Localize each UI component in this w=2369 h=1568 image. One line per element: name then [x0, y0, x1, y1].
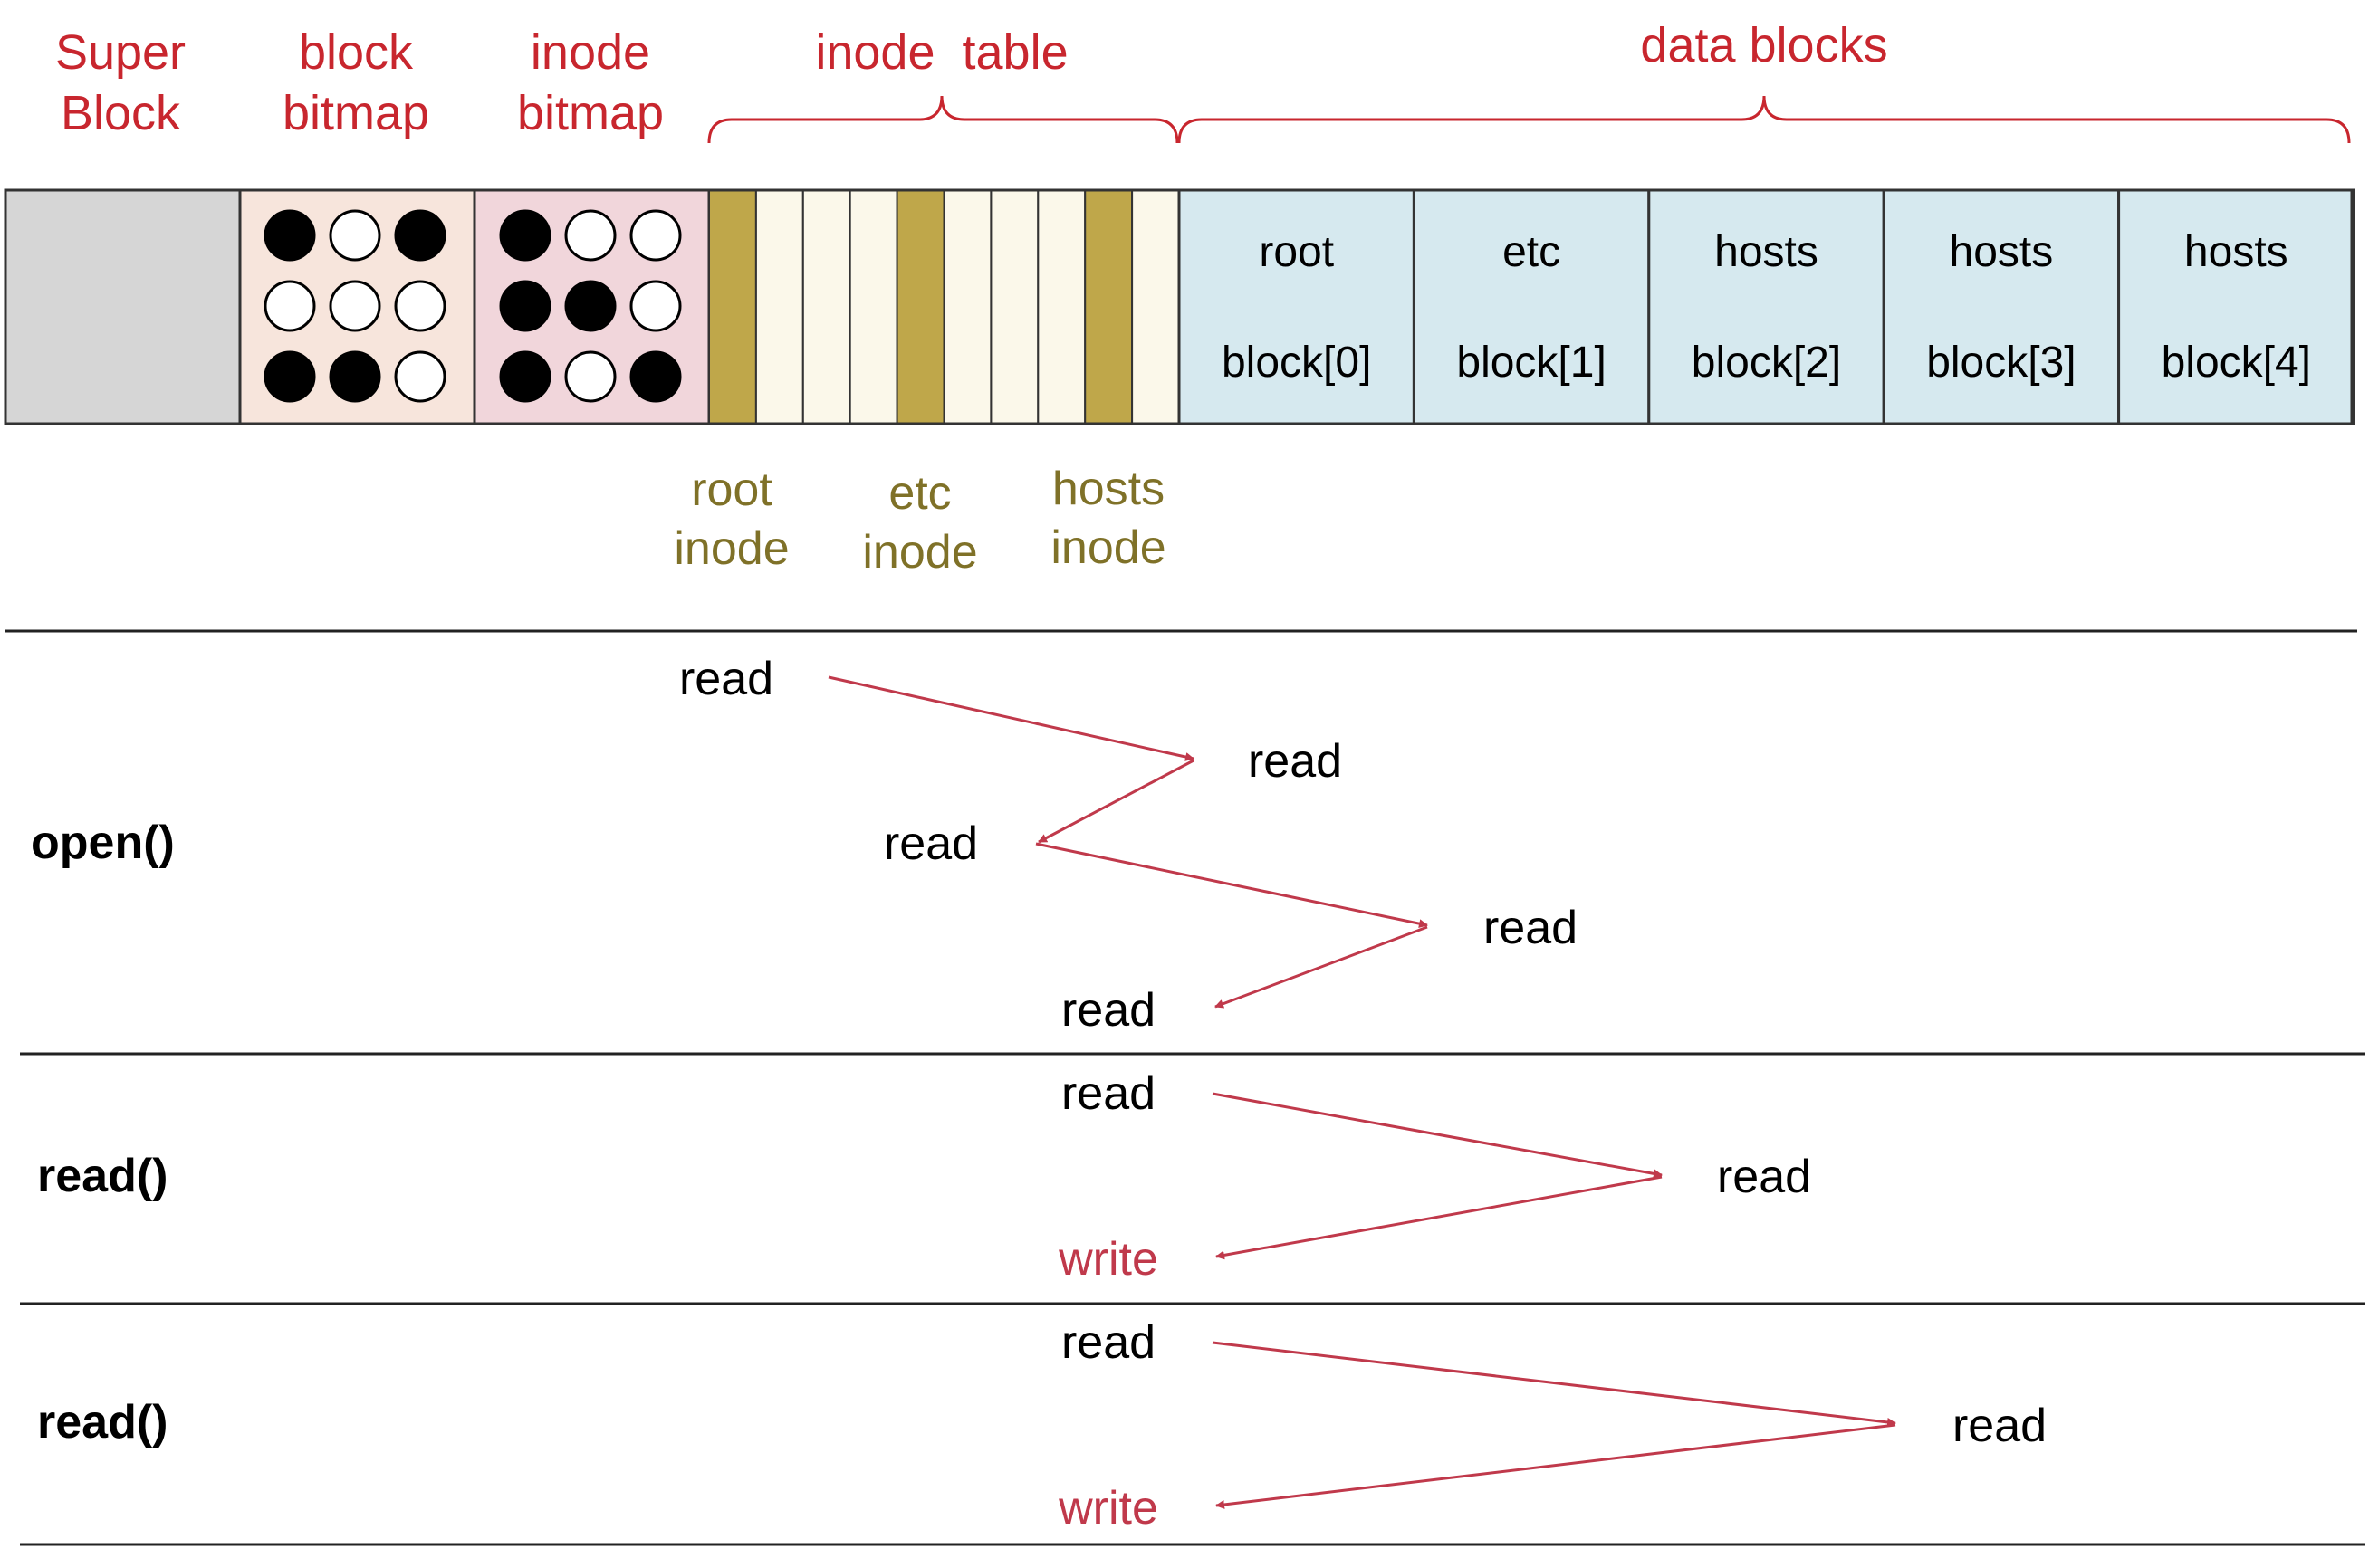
inode-bitmap-label-line2: bitmap [517, 86, 664, 140]
inode-slot-6-free [990, 189, 1040, 425]
hosts-inode-label-line2: inode [1050, 521, 1165, 574]
data-block-0-index: block[0] [1222, 339, 1371, 387]
open-sequence: read read read read read [679, 653, 1578, 1037]
super-block [4, 188, 242, 425]
data-block-0-name: root [1259, 228, 1334, 276]
inode-bitmap-label-line1: inode [531, 25, 650, 80]
data-block-4-name: hosts [2184, 228, 2288, 276]
read2-step-read-block: read [1952, 1400, 2047, 1452]
data-block-1 [1412, 188, 1651, 425]
inode-slot-5-free [943, 189, 993, 425]
root-inode-label-line1: root [691, 464, 772, 516]
data-block-2-name: hosts [1714, 228, 1818, 276]
block-bitmap-bit-8-free [394, 350, 446, 403]
read2-step-read-inode: read [1061, 1316, 1156, 1369]
data-blocks-label: data blocks [1640, 18, 1887, 72]
data-block-4-index: block[4] [2162, 339, 2311, 387]
header-labels: Super Block block bitmap inode bitmap in… [55, 18, 1888, 140]
inode-slot-7-free [1037, 189, 1087, 425]
open-step-read-root-data: read [1248, 735, 1342, 788]
data-block-1-index: block[1] [1456, 339, 1606, 387]
inode-bitmap-bit-3-used [499, 280, 551, 332]
read1-sequence: read read write [1058, 1067, 1811, 1286]
data-block-4 [2117, 188, 2355, 425]
open-step-read-etc-inode: read [884, 817, 978, 870]
block-bitmap-label-line1: block [299, 25, 414, 80]
inode-bitmap-bit-0-used [499, 209, 551, 262]
hosts-inode-label-line1: hosts [1052, 463, 1165, 515]
block-bitmap-bit-7-used [329, 350, 381, 403]
inode-slot-8-used [1084, 189, 1134, 425]
read2-sequence: read read write [1058, 1316, 2047, 1535]
data-block-3 [1882, 188, 2121, 425]
inode-table-label: inode table [815, 25, 1068, 80]
etc-inode-label-line2: inode [862, 526, 977, 578]
etc-inode-label-line1: etc [888, 467, 951, 520]
data-block-1-name: etc [1502, 228, 1560, 276]
super-block-label-line1: Super [55, 25, 186, 80]
open-step-read-etc-data: read [1483, 902, 1578, 954]
inode-slot-2-free [801, 189, 851, 425]
read2-step-write-inode: write [1058, 1482, 1158, 1535]
block-bitmap-bit-6-used [264, 350, 316, 403]
block-bitmap-bit-3-free [264, 280, 316, 332]
data-block-3-name: hosts [1950, 228, 2054, 276]
inode-slot-0-used [708, 189, 757, 425]
block-bitmap-bit-5-free [394, 280, 446, 332]
inode-slot-4-used [896, 189, 945, 425]
inode-bitmap-bit-7-free [564, 350, 617, 403]
data-block-2 [1647, 188, 1885, 425]
section-dividers [5, 629, 2365, 1546]
inode-slot-1-free [754, 189, 804, 425]
open-step-read-root-inode: read [679, 653, 773, 705]
arrow-read2-1 [1212, 1341, 1896, 1427]
inode-bitmap-bit-1-free [564, 209, 617, 262]
read1-step-read-block: read [1717, 1151, 1811, 1203]
read1-step-write-inode: write [1058, 1233, 1158, 1286]
operation-labels: open() read() read() [31, 817, 175, 1448]
block-bitmap-label-line2: bitmap [283, 86, 429, 140]
inode-bitmap-bit-2-free [629, 209, 682, 262]
inode-table-brace [707, 95, 1179, 144]
read-call-label-2: read() [37, 1396, 168, 1448]
inode-slot-3-free [849, 189, 898, 425]
disk-layout-strip: root block[0] etc block[1] hosts block[2] host… [4, 188, 2355, 425]
arrow-read2-2 [1215, 1423, 1896, 1509]
inode-bitmap-dots [499, 209, 682, 403]
arrow-read1-1 [1212, 1092, 1663, 1179]
data-block-3-index: block[3] [1926, 339, 2076, 387]
data-blocks: root block[0] etc block[1] hosts block[2] host… [1177, 188, 2355, 425]
data-block-2-index: block[2] [1692, 339, 1841, 387]
arrow-open-4 [1214, 925, 1428, 1009]
block-bitmap-bit-0-used [264, 209, 316, 262]
open-call-label: open() [31, 817, 175, 869]
arrow-open-2 [1038, 759, 1194, 844]
super-block-label-line2: Block [61, 86, 181, 140]
block-bitmap-dots [264, 209, 446, 403]
inode-bitmap-bit-6-used [499, 350, 551, 403]
data-block-0 [1177, 188, 1415, 425]
read-call-label-1: read() [37, 1150, 168, 1202]
block-bitmap-bit-2-used [394, 209, 446, 262]
inode-bitmap-bit-5-free [629, 280, 682, 332]
data-blocks-brace [1177, 95, 2351, 144]
arrow-open-3 [1035, 842, 1428, 929]
inode-table [708, 189, 1180, 425]
arrow-read1-2 [1215, 1175, 1663, 1260]
block-bitmap-bit-1-free [329, 209, 381, 262]
arrow-open-1 [828, 675, 1194, 761]
root-inode-label-line2: inode [674, 522, 789, 575]
arrows [828, 675, 1896, 1509]
inode-slot-9-free [1131, 189, 1180, 425]
inode-bitmap-bit-4-used [564, 280, 617, 332]
inode-bitmap-bit-8-used [629, 350, 682, 403]
inode-labels: root inode etc inode hosts inode [674, 463, 1165, 578]
block-bitmap-bit-4-free [329, 280, 381, 332]
disk-strip-border [4, 188, 2354, 425]
braces [707, 95, 2351, 144]
open-step-read-hosts-inode: read [1061, 984, 1156, 1037]
read1-step-read-inode: read [1061, 1067, 1156, 1120]
